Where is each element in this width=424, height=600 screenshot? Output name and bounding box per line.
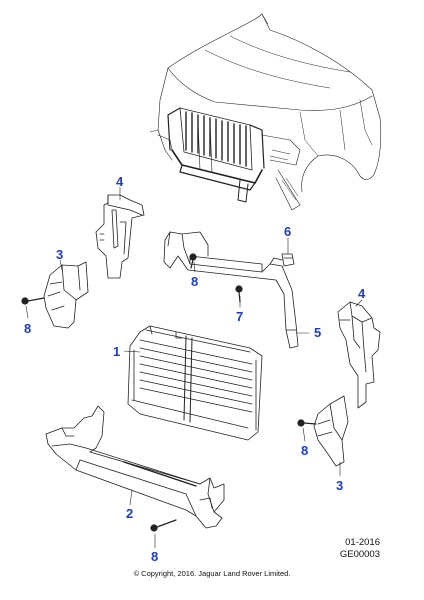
part-6-clip bbox=[281, 253, 295, 267]
copyright-notice: © Copyright, 2016. Jaguar Land Rover Lim… bbox=[133, 569, 291, 578]
callout-3-left: 3 bbox=[56, 247, 63, 262]
callout-4-right: 4 bbox=[358, 286, 366, 301]
callout-5: 5 bbox=[314, 325, 321, 340]
leader-lines bbox=[25, 186, 363, 549]
callout-6: 6 bbox=[284, 224, 291, 239]
callout-8-lower: 8 bbox=[151, 549, 158, 564]
callout-7: 7 bbox=[236, 309, 243, 324]
callout-1: 1 bbox=[113, 344, 120, 359]
reference-code: GE00003 bbox=[339, 549, 380, 560]
part-5-support-frame bbox=[163, 231, 299, 349]
fastener-8-upper bbox=[189, 253, 197, 269]
callout-8-upper: 8 bbox=[191, 274, 198, 289]
part-4-left-bracket bbox=[95, 194, 145, 279]
part-3-left-duct bbox=[43, 261, 89, 329]
callout-4-left: 4 bbox=[116, 174, 124, 189]
fastener-8-lower bbox=[150, 519, 177, 532]
part-4-right-bracket bbox=[337, 301, 381, 409]
callout-3-right: 3 bbox=[336, 478, 343, 493]
reference-date: 01-2016 bbox=[345, 537, 380, 548]
part-1-active-shutter-grille bbox=[127, 325, 263, 441]
vehicle-front-illustration bbox=[149, 13, 382, 211]
fastener-7 bbox=[235, 285, 243, 303]
callout-8-left: 8 bbox=[24, 321, 31, 336]
fastener-8-left bbox=[21, 297, 45, 305]
part-2-lower-deflector bbox=[45, 405, 225, 529]
fastener-8-right bbox=[297, 419, 317, 427]
part-3-right-duct bbox=[313, 395, 349, 467]
callout-2: 2 bbox=[126, 506, 133, 521]
callout-8-right: 8 bbox=[301, 443, 308, 458]
